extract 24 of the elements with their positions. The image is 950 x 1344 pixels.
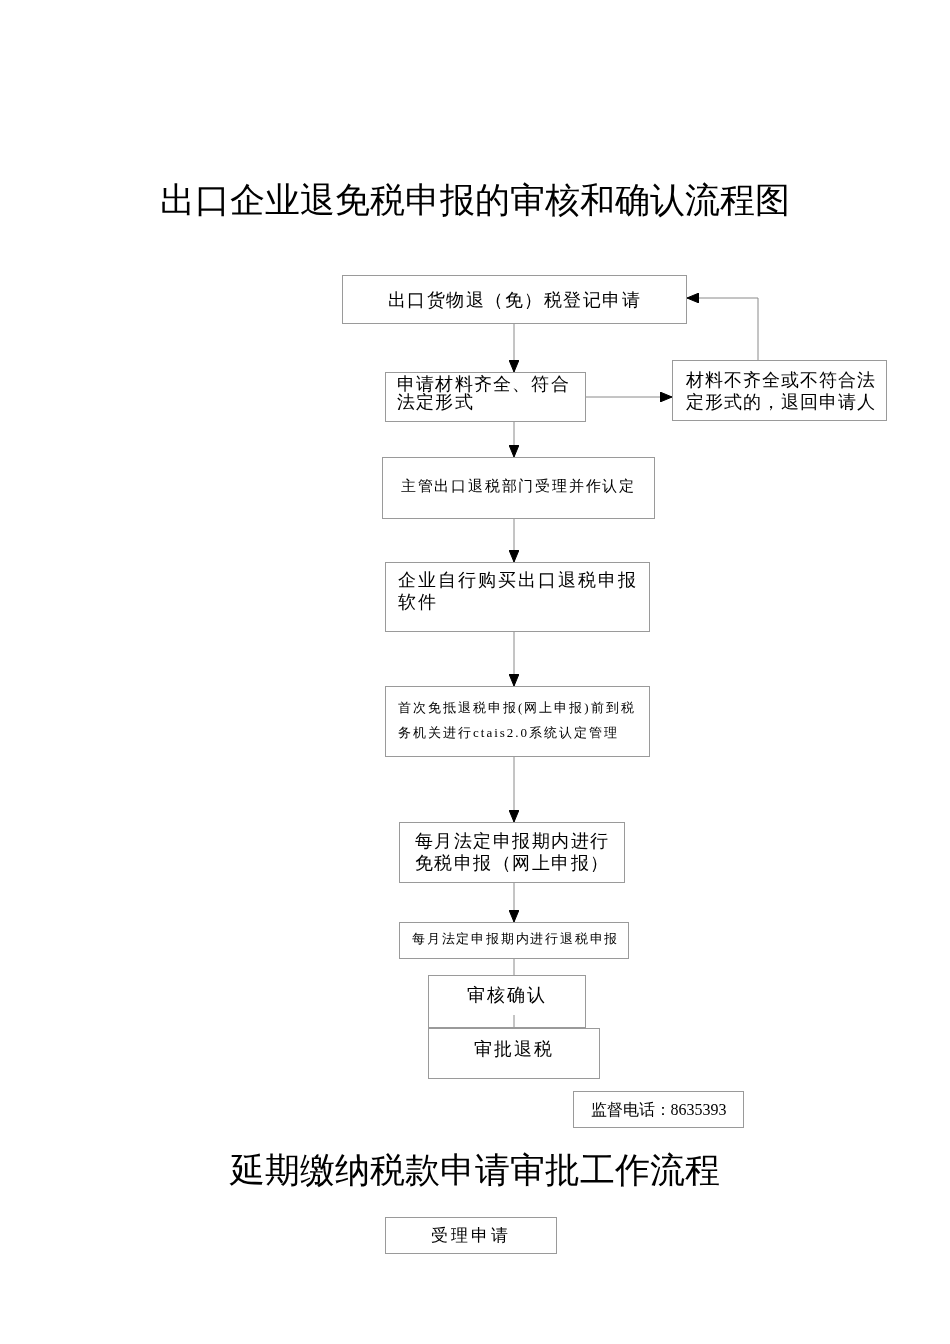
process-box: 材料不齐全或不符合法定形式的，退回申请人 [672,360,887,421]
arrow [508,882,520,923]
arrow [585,391,673,403]
process-box: 受理申请 [385,1217,557,1254]
arrow [508,421,520,458]
process-box: 每月法定申报期内进行退税申报 [399,922,629,959]
heading: 延期缴纳税款申请审批工作流程 [230,1149,720,1191]
process-box: 申请材料齐全、符合法定形式 [385,372,586,422]
process-box: 首次免抵退税申报(网上申报)前到税务机关进行ctais2.0系统认定管理 [385,686,650,757]
note-box: 监督电话：8635393 [573,1091,744,1128]
connector-line [513,1014,515,1029]
process-box: 审核确认 [428,975,586,1028]
process-box: 出口货物退（免）税登记申请 [342,275,687,324]
process-box: 主管出口退税部门受理并作认定 [382,457,655,519]
arrow [686,292,759,361]
arrow [508,756,520,823]
arrow [508,323,520,373]
process-box: 每月法定申报期内进行免税申报（网上申报） [399,822,625,883]
arrow [508,631,520,687]
process-box: 企业自行购买出口退税申报软件 [385,562,650,632]
title: 出口企业退免税申报的审核和确认流程图 [160,179,790,221]
arrow [508,518,520,563]
connector-line [513,958,515,976]
process-box: 审批退税 [428,1028,600,1079]
